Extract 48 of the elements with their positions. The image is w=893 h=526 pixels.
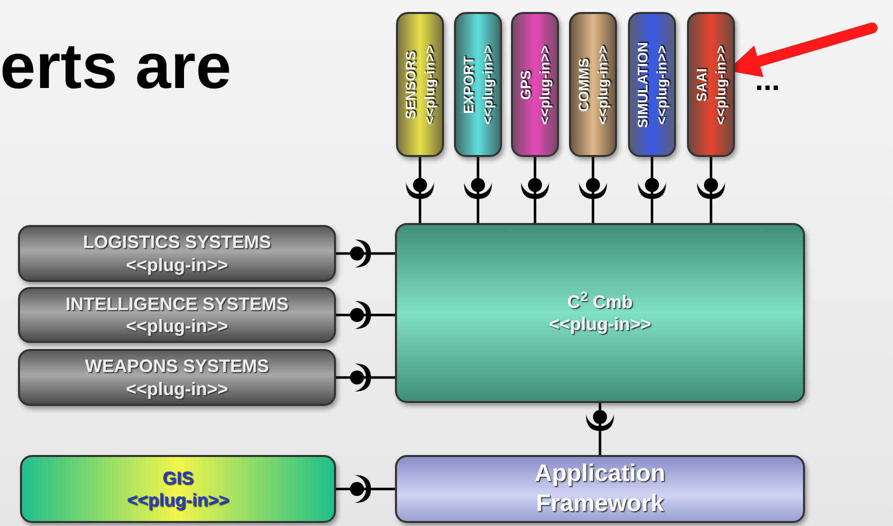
plug-in-name: GPS	[516, 70, 534, 100]
plug-in-connector	[521, 156, 549, 224]
stereotype-text: <<plug-in>>	[126, 254, 228, 276]
stereotype-text: <<plug-in>>	[126, 315, 228, 338]
plug-in-box	[396, 12, 444, 157]
plug-in-connector	[334, 301, 396, 329]
stereotype-text: <<plug-in>>	[711, 44, 730, 124]
plug-in-connector	[586, 402, 614, 456]
ellipsis-label: ...	[755, 66, 780, 96]
component-box	[395, 223, 805, 403]
plug-in-name: EXPORT	[459, 56, 477, 114]
stereotype-text: <<plug-in>>	[652, 44, 670, 124]
stereotype-text: <<plug-in>>	[126, 378, 228, 400]
stereotype-text: <<plug-in>>	[593, 44, 612, 124]
plug-in-connector	[638, 156, 666, 224]
heading-text: erts are	[0, 30, 232, 102]
component-name: LOGISTICS SYSTEMS	[82, 231, 272, 254]
plug-in-box	[511, 12, 559, 157]
plug-in-name: SAAI	[692, 68, 710, 102]
stereotype-text: <<plug-in>>	[535, 44, 554, 124]
plug-in-connector	[334, 475, 396, 503]
component-name: GIS	[162, 466, 194, 489]
stereotype-text: <<plug-in>>	[548, 313, 652, 336]
component-box	[395, 455, 805, 523]
component-name: WEAPONS SYSTEMS	[84, 355, 270, 378]
stereotype-text: <<plug-in>>	[478, 44, 496, 124]
component-box	[18, 287, 336, 343]
plug-in-connector	[406, 156, 434, 224]
plug-in-connector	[334, 240, 396, 268]
stereotype-text: <<plug-in>>	[126, 489, 230, 512]
component-name: Application Framework	[534, 459, 666, 519]
plug-in-name: SENSORS	[401, 50, 419, 119]
plug-in-connector	[334, 364, 396, 392]
component-name: INTELLIGENCE SYSTEMS	[65, 292, 289, 315]
stereotype-text: <<plug-in>>	[420, 44, 438, 124]
plug-in-name: SIMULATION	[633, 41, 651, 128]
plug-in-connector	[697, 156, 725, 224]
plug-in-box	[454, 12, 502, 157]
component-name: C$^{2}$ Cmb	[567, 290, 633, 313]
component-box	[18, 225, 336, 282]
plug-in-connector	[579, 156, 607, 224]
plug-in-box	[628, 12, 676, 157]
plug-in-name: COMMS	[574, 58, 592, 112]
component-box	[18, 349, 336, 406]
plug-in-connector	[464, 156, 492, 224]
plug-in-box	[569, 12, 617, 157]
plug-in-box	[687, 12, 735, 157]
component-box	[20, 455, 336, 523]
